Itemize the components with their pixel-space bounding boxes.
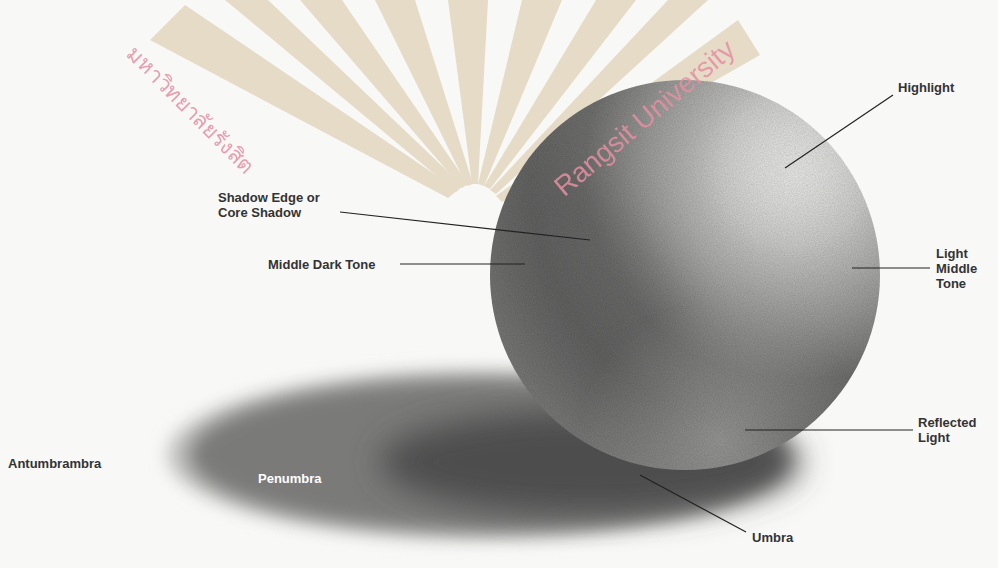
- leader-line: [785, 95, 893, 168]
- tone-label: Light Middle Tone: [936, 246, 992, 291]
- reflected-light-label: Reflected Light: [918, 415, 992, 445]
- penumbra-label: Penumbra: [258, 471, 322, 486]
- leader-line: [400, 263, 525, 264]
- tone-label: Middle Dark Tone: [268, 257, 375, 272]
- leader-line: [640, 475, 746, 532]
- umbra-label: Umbra: [752, 530, 793, 545]
- sphere: [464, 70, 900, 568]
- pencil-grain: [480, 70, 900, 490]
- leader-lines: [340, 95, 930, 532]
- leader-line: [852, 267, 930, 268]
- leader-line: [340, 212, 590, 240]
- antumbra-label: Antumbrambra: [8, 456, 101, 471]
- leader-line: [745, 429, 913, 430]
- core-shadow-label: Shadow Edge or Core Shadow: [218, 190, 336, 220]
- logo-ray: [448, 0, 488, 184]
- highlight-label: Highlight: [898, 80, 954, 95]
